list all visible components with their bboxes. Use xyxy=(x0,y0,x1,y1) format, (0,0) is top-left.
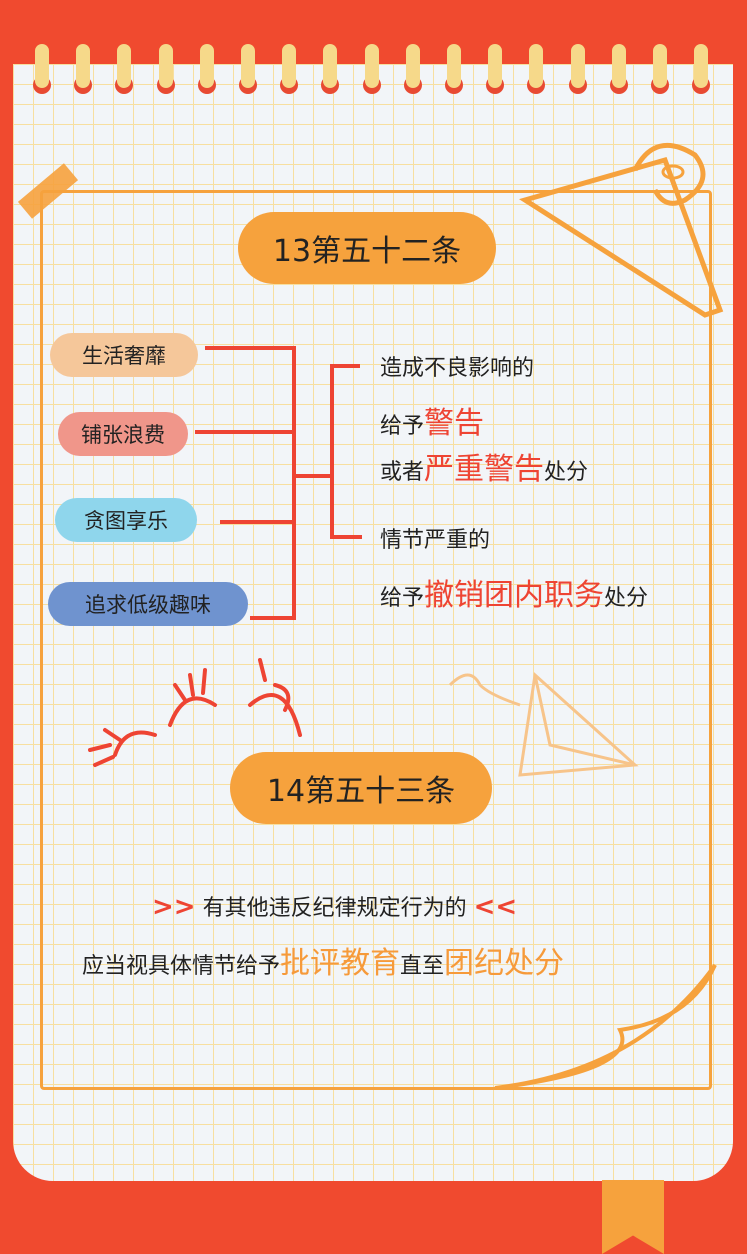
text: 处分 xyxy=(544,460,589,485)
case2-condition: 情节严重的 xyxy=(380,528,491,553)
behavior-tag: 追求低级趣味 xyxy=(48,582,248,626)
binder-ring-icon xyxy=(280,44,299,100)
penalty-criticism: 批评教育 xyxy=(280,946,401,981)
binder-clip-icon xyxy=(518,142,724,318)
binder-ring-icon xyxy=(156,44,175,100)
binder-ring-icon xyxy=(321,44,340,100)
text: 应当视具体情节给予 xyxy=(82,954,281,979)
doodle-decoration xyxy=(88,658,302,767)
text: 或者 xyxy=(380,460,425,485)
binder-ring-icon xyxy=(609,44,628,100)
binder-ring-icon xyxy=(692,44,711,100)
binder-ring-icon xyxy=(651,44,669,100)
binder-ring-icon xyxy=(445,44,463,100)
behavior-tag: 生活奢靡 xyxy=(50,333,198,377)
binder-ring-icon xyxy=(33,44,51,100)
text: 给予 xyxy=(380,586,425,611)
case1-condition: 造成不良影响的 xyxy=(380,356,535,381)
bookmark-ribbon xyxy=(602,1180,664,1254)
binder-ring-icon xyxy=(403,44,422,100)
chevron-right-icon: >> xyxy=(152,892,196,922)
text: 直至 xyxy=(400,954,445,979)
binder-ring-icon xyxy=(527,44,546,100)
binder-ring-icon xyxy=(197,44,216,100)
section14-condition: 有其他违反纪律规定行为的 xyxy=(202,896,467,921)
penalty-serious-warning: 严重警告 xyxy=(424,452,545,487)
text: 处分 xyxy=(604,586,649,611)
text: 给予 xyxy=(380,414,425,439)
behavior-tag: 铺张浪费 xyxy=(58,412,188,456)
binder-ring-icon xyxy=(568,44,587,100)
binder-ring-icon xyxy=(362,44,381,100)
binder-ring-icon xyxy=(239,44,257,100)
page-curl-decoration xyxy=(494,963,717,1090)
penalty-removal: 撤销团内职务 xyxy=(424,578,605,613)
section-14-title: 14第五十三条 xyxy=(230,752,492,824)
binder-ring-icon xyxy=(486,44,505,100)
chevron-left-icon: << xyxy=(473,892,518,922)
binder-ring-icon xyxy=(74,44,93,100)
behavior-tag: 贪图享乐 xyxy=(55,498,197,542)
penalty-warning: 警告 xyxy=(424,406,485,441)
paper-plane-icon xyxy=(448,672,639,777)
section-13-title: 13第五十二条 xyxy=(238,212,496,284)
binder-ring-icon xyxy=(115,44,134,100)
content-frame xyxy=(40,190,712,1090)
penalty-discipline: 团纪处分 xyxy=(444,946,565,981)
